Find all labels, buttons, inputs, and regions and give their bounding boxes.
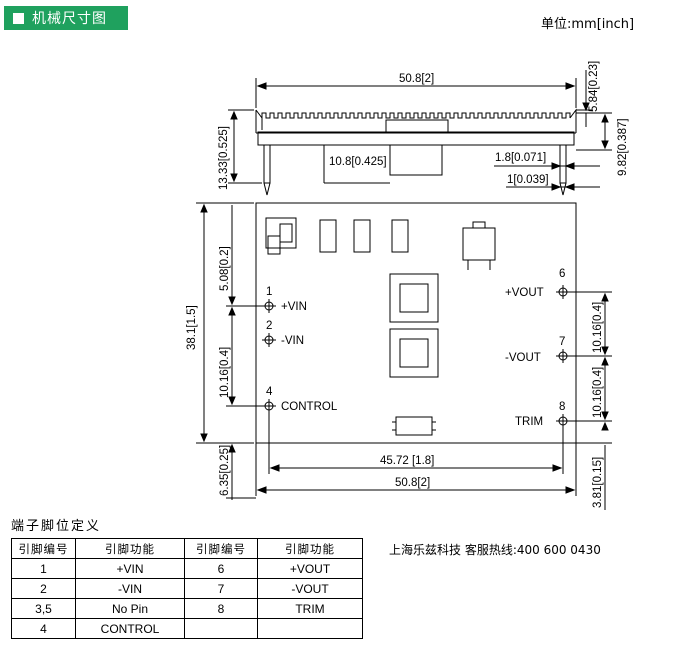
- pin-label-1: +VIN: [281, 301, 307, 313]
- dim-pitch-right-top: 10.16[0.4]: [592, 302, 604, 353]
- dim-body-height: 10.8[0.425]: [329, 156, 387, 168]
- dim-pin-span: 45.72 [1.8]: [380, 455, 434, 467]
- table-row: 4 CONTROL: [11, 618, 363, 639]
- table-cell: -VIN: [75, 578, 185, 599]
- table-cell: 7: [184, 578, 258, 599]
- pin-marker-6: [556, 285, 570, 299]
- table-row: 1 +VIN 6 +VOUT: [11, 558, 363, 579]
- pin-num-6: 6: [559, 268, 565, 280]
- pin-table-title: 端子脚位定义: [11, 519, 102, 534]
- side-view: 50.8[2] 5.84[0.23] 13.33[0.525] 10.8[0.4…: [218, 61, 629, 196]
- dim-right-bottom: 3.81[0.15]: [592, 457, 604, 508]
- top-view: 1 +VIN 2 -VIN 4 CONTROL 6 +VOUT 7 -VOUT …: [186, 202, 612, 510]
- board-outline: [255, 202, 577, 444]
- left-pin: [263, 144, 271, 184]
- header-cell: 引脚编号: [11, 538, 76, 559]
- pin-table: 引脚编号 引脚功能 引脚编号 引脚功能 1 +VIN 6 +VOUT 2 -VI…: [11, 538, 363, 639]
- heatsink-boss: [385, 119, 449, 133]
- pin-num-7: 7: [559, 336, 565, 348]
- dim-board-width: 50.8[2]: [395, 477, 430, 489]
- dim-width: 50.8[2]: [399, 73, 434, 85]
- pin-num-8: 8: [559, 401, 565, 413]
- table-cell: 6: [184, 558, 258, 579]
- transformer-2: [389, 328, 439, 378]
- dim-board-length: 38.1[1.5]: [186, 305, 198, 350]
- pin-num-4: 4: [266, 386, 273, 398]
- square-icon: [13, 12, 24, 24]
- dim-pin1-offset: 5.08[0.2]: [219, 246, 231, 291]
- table-cell: 8: [184, 598, 258, 619]
- dim-pitch-left: 10.16[0.4]: [219, 347, 231, 398]
- pin-label-6: +VOUT: [505, 287, 544, 299]
- right-pin: [559, 144, 567, 184]
- table-header-row: 引脚编号 引脚功能 引脚编号 引脚功能: [11, 538, 363, 559]
- table-cell: -VOUT: [257, 578, 363, 599]
- section-header: 机械尺寸图: [4, 6, 128, 30]
- pin-marker-7: [556, 349, 570, 363]
- dim-bottom-margin: 6.35[0.25]: [219, 445, 231, 496]
- capacitor-2: [353, 219, 371, 253]
- table-cell: 2: [11, 578, 76, 599]
- table-cell: [257, 618, 363, 639]
- pin-marker-2: [262, 333, 276, 347]
- unit-label: 单位:mm[inch]: [541, 17, 635, 32]
- header-cell: 引脚编号: [184, 538, 258, 559]
- dim-fin: 5.84[0.23]: [588, 61, 600, 112]
- table-row: 3,5 No Pin 8 TRIM: [11, 598, 363, 619]
- table-cell: CONTROL: [75, 618, 185, 639]
- mechanical-drawing: 50.8[2] 5.84[0.23] 13.33[0.525] 10.8[0.4…: [186, 61, 629, 510]
- capacitor-3: [391, 219, 409, 253]
- transformer-1: [389, 273, 439, 323]
- pin-num-1: 1: [266, 286, 272, 298]
- table-cell: TRIM: [257, 598, 363, 619]
- pot: [462, 227, 496, 261]
- pin-marker-8: [556, 414, 570, 428]
- dim-side-height: 9.82[0.387]: [617, 118, 629, 176]
- pin-label-2: -VIN: [281, 335, 304, 347]
- table-cell: No Pin: [75, 598, 185, 619]
- dim-pin-offset: 1.8[0.071]: [495, 152, 546, 164]
- heatsink-base: [257, 131, 575, 146]
- table-cell: 4: [11, 618, 76, 639]
- table-cell: +VOUT: [257, 558, 363, 579]
- section-title: 机械尺寸图: [32, 11, 107, 27]
- pin-label-8: TRIM: [515, 416, 543, 428]
- opto: [395, 416, 433, 436]
- connector: [265, 217, 297, 249]
- table-cell: 1: [11, 558, 76, 579]
- pin-marker-1: [262, 299, 276, 313]
- header-cell: 引脚功能: [75, 538, 185, 559]
- table-cell: [184, 618, 258, 639]
- contact-info: 上海乐兹科技 客服热线:400 600 0430: [389, 543, 601, 557]
- capacitor-1: [319, 219, 337, 253]
- dim-pitch-right-bottom: 10.16[0.4]: [592, 367, 604, 418]
- component-body: [389, 144, 443, 176]
- dim-height-total: 13.33[0.525]: [218, 126, 230, 190]
- header-cell: 引脚功能: [257, 538, 363, 559]
- pin-label-7: -VOUT: [505, 352, 541, 364]
- table-cell: 3,5: [11, 598, 76, 619]
- table-row: 2 -VIN 7 -VOUT: [11, 578, 363, 599]
- pin-num-2: 2: [266, 320, 272, 332]
- pin-marker-4: [262, 399, 276, 413]
- dim-pin-dia: 1[0.039]: [507, 174, 549, 186]
- table-cell: +VIN: [75, 558, 185, 579]
- heatsink: [255, 108, 577, 133]
- pin-label-4: CONTROL: [281, 401, 338, 413]
